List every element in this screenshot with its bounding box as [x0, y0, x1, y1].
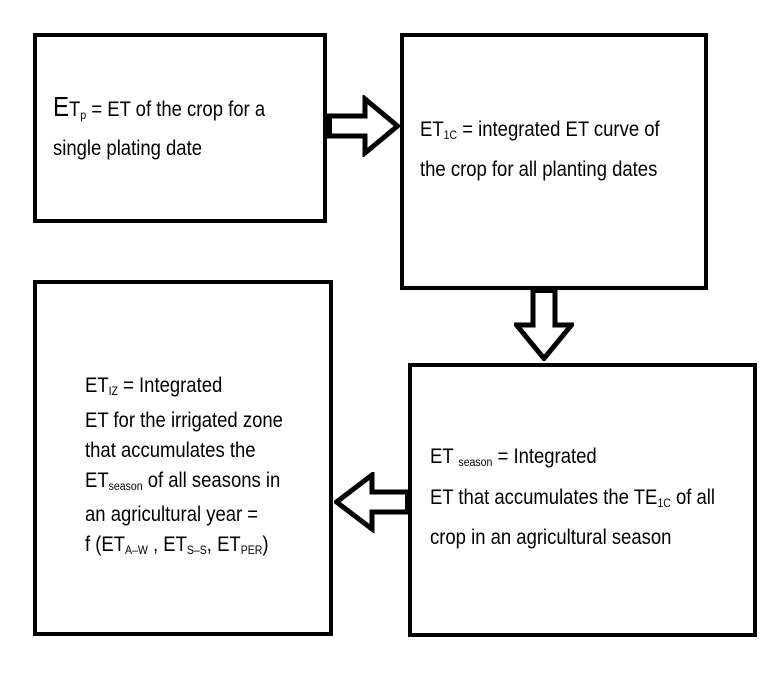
text-segment: ET that accumulates the TE [430, 485, 658, 509]
text-segment: of all [670, 485, 716, 509]
box-et1c: ET1C = integrated ET curve of the crop fo… [400, 33, 708, 290]
text-segment: E [53, 91, 70, 123]
text-segment: single plating date [53, 136, 202, 160]
text-line: ET1C = integrated ET curve of [420, 112, 670, 153]
text-line: an agricultural year = [85, 500, 300, 530]
subscript-text: season [108, 478, 143, 493]
subscript-text: IZ [108, 383, 118, 398]
subscript-text: 1C [657, 495, 671, 510]
arrow-right-icon [327, 95, 400, 157]
box-etp-text: ETp = ET of the crop for a single plating… [53, 90, 291, 166]
subscript-text: p [80, 107, 87, 122]
text-line: single plating date [53, 132, 291, 166]
subscript-text: 1C [443, 127, 458, 142]
text-line: ETp = ET of the crop for a [53, 90, 291, 132]
subscript-text: PER [240, 543, 263, 558]
text-line: ET that accumulates the TE1C of all [430, 480, 716, 521]
text-segment: = integrated ET curve of [457, 117, 660, 141]
text-line: f (ETA–W , ETS–S, ETPER) [85, 530, 300, 565]
text-line: ETseason of all seasons in [85, 466, 300, 501]
text-segment: crop in an agricultural season [430, 526, 672, 550]
subscript-text: season [458, 454, 493, 469]
text-line: ET season = Integrated [430, 439, 714, 480]
text-line: that accumulates the [85, 436, 300, 466]
arrow-left-icon [334, 472, 410, 533]
text-segment: ) [262, 533, 269, 557]
text-segment: T [69, 98, 81, 122]
text-segment: = ET of the crop for a [86, 98, 266, 122]
text-segment: of all seasons in [142, 468, 281, 492]
arrow-down-icon [514, 288, 574, 361]
text-segment: = Integrated [492, 444, 597, 468]
text-segment: , ET [206, 533, 241, 557]
text-segment: = Integrated [117, 373, 223, 397]
text-segment: ET [430, 444, 459, 468]
text-line: the crop for all planting dates [420, 152, 670, 187]
box-etp: ETp = ET of the crop for a single plating… [33, 33, 327, 223]
text-segment: the crop for all planting dates [420, 158, 658, 182]
text-segment: an agricultural year = [85, 503, 259, 527]
text-segment: ET [420, 117, 444, 141]
text-segment: ET [85, 468, 109, 492]
subscript-text: A–W [125, 543, 148, 558]
text-segment: that accumulates the [85, 438, 256, 462]
text-line: ETIZ = Integrated [85, 371, 300, 406]
text-line: crop in an agricultural season [430, 520, 714, 555]
text-segment: f (ET [85, 533, 126, 557]
text-segment: ET [85, 373, 109, 397]
text-segment: , ET [147, 533, 187, 557]
box-et1c-text: ET1C = integrated ET curve of the crop fo… [420, 112, 670, 188]
text-line: ET for the irrigated zone [85, 406, 300, 436]
subscript-text: S–S [186, 543, 207, 558]
text-segment: ET for the irrigated zone [85, 408, 283, 432]
